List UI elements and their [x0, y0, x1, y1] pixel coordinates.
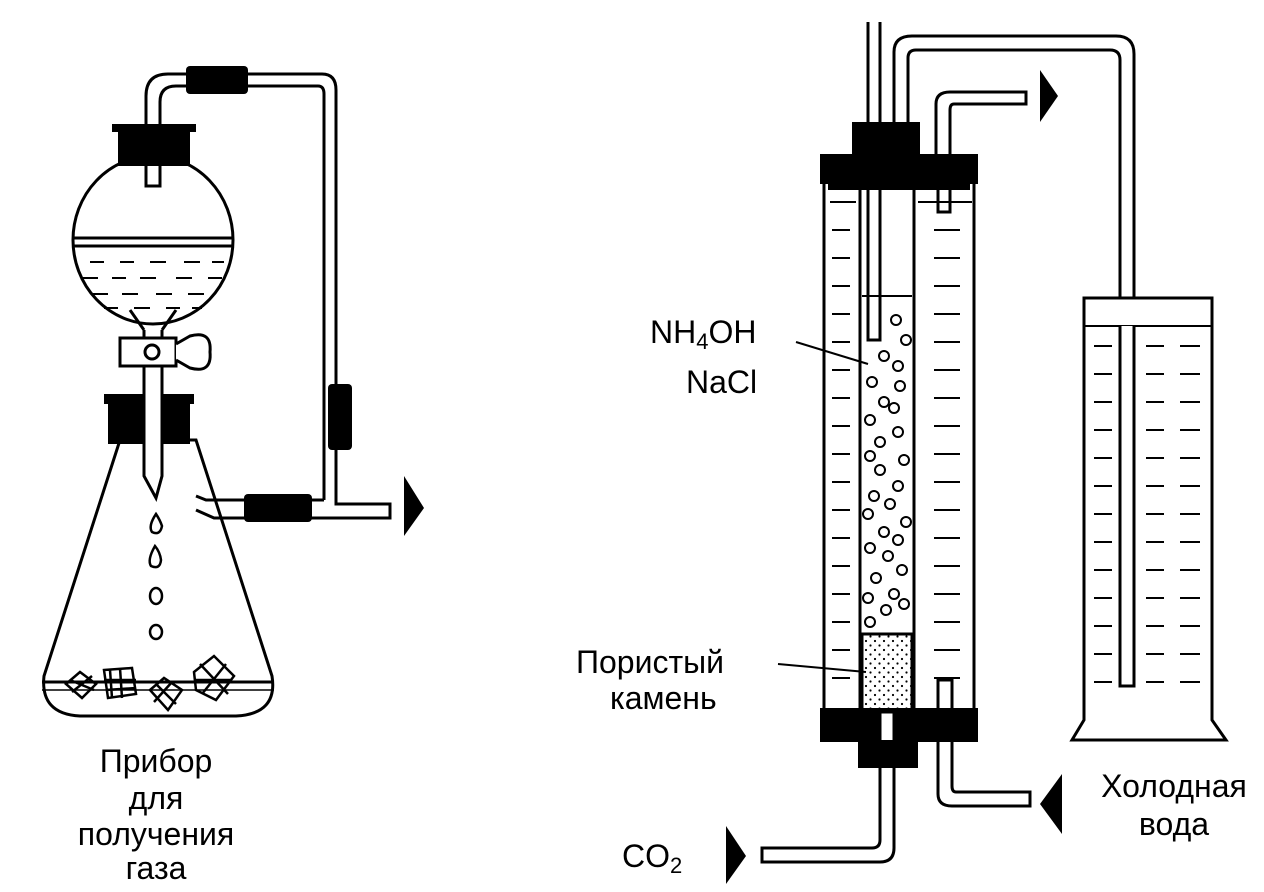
rubber-joint-top: [186, 66, 248, 94]
reagent-label-nh4oh: NH4OH: [650, 314, 757, 353]
stopcock-body: [118, 336, 178, 368]
funnel-stopper: [118, 128, 190, 166]
lump: [102, 666, 138, 700]
apparatus-label-line-4: газа: [125, 850, 187, 886]
apparatus-label-line-3: получения: [77, 816, 235, 852]
stone-leader-line: [777, 663, 867, 673]
gas-outlet-arrow: [404, 476, 424, 536]
bottom-stopper: [858, 740, 918, 768]
apparatus-label-line-2: для: [128, 780, 184, 816]
drop: [148, 623, 164, 641]
flask-side-arm: [195, 494, 250, 520]
drop: [149, 511, 164, 535]
drop: [148, 586, 164, 606]
gas-generator: [42, 66, 424, 718]
jacket-water-right: [918, 201, 972, 679]
lump: [64, 670, 98, 700]
cold-water-inlet-tube: [936, 740, 1032, 808]
reagent-label-nacl: NaCl: [686, 364, 758, 400]
top-stopper: [852, 122, 920, 158]
jacket-water-left: [830, 201, 856, 679]
stone-label-line-2: камень: [610, 680, 717, 716]
reaction-column: [820, 122, 978, 768]
stopcock-handle: [175, 333, 212, 371]
gas-bubbles: [862, 314, 912, 628]
reagent-subscript: 4: [696, 329, 709, 354]
gas-exhaust-tube: [934, 90, 1028, 154]
co2-label: CO2: [622, 838, 682, 877]
reagent-leader-line: [795, 341, 869, 365]
cold-water-arrow: [1040, 774, 1062, 834]
bulb-liquid-level: [74, 236, 232, 248]
exhaust-arrow: [1040, 70, 1058, 122]
rubber-joint-bottom: [244, 494, 312, 522]
lump: [148, 676, 184, 713]
conical-flask: [42, 438, 275, 718]
apparatus-label-line-1: Прибор: [99, 743, 213, 779]
stopcock-hole: [143, 343, 161, 361]
cold-water-label-line-2: вода: [1138, 806, 1210, 842]
co2-main: CO: [622, 838, 670, 874]
co2-arrow: [726, 826, 746, 884]
drop: [148, 543, 163, 569]
funnel-stem: [142, 330, 164, 502]
inner-tube: [858, 180, 916, 740]
lump: [192, 654, 236, 702]
rubber-joint-right: [328, 384, 352, 450]
cold-water-label-line-1: Холодная: [1101, 768, 1247, 804]
water-cylinder: [1069, 296, 1229, 742]
column-pipes: [760, 22, 1136, 864]
cylinder-wall: [1069, 296, 1229, 742]
solid-lumps: [64, 654, 236, 713]
feed-tube: [866, 22, 882, 342]
cylinder-water: [1094, 345, 1200, 683]
reagent-oh: OH: [708, 314, 757, 350]
co2-inlet-tube: [760, 768, 896, 864]
stone-label-line-1: Пористый: [576, 644, 724, 680]
co2-subscript: 2: [670, 853, 683, 878]
reagent-nh: NH: [650, 314, 697, 350]
